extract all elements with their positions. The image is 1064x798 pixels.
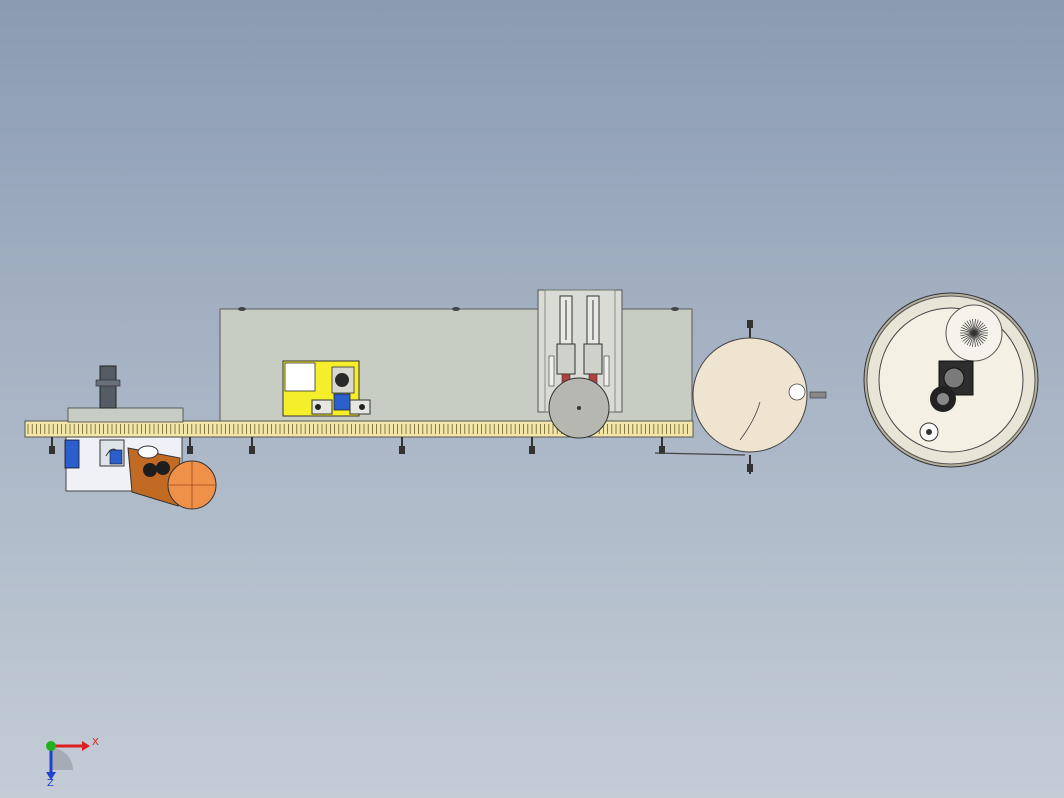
rail-foot: [49, 437, 55, 454]
brush-bristle: [973, 332, 986, 342]
cutting-disc[interactable]: [548, 377, 610, 439]
orange-reel[interactable]: [127, 445, 217, 510]
z-axis-label: Z: [47, 778, 54, 789]
rail-foot: [187, 437, 193, 454]
brush-bristle: [973, 332, 979, 347]
brush-bristle: [973, 332, 976, 347]
rail-foot: [249, 437, 255, 454]
unwind-reel[interactable]: [654, 320, 827, 474]
brush-bristle: [960, 332, 975, 337]
brush-bristle: [973, 324, 986, 334]
control-box[interactable]: [282, 360, 371, 417]
brush-bristle: [973, 319, 976, 334]
y-axis-dot: [46, 741, 56, 751]
x-axis-arrow: [82, 741, 90, 751]
brush-bristle: [962, 324, 975, 334]
brush-bristle: [973, 332, 988, 337]
x-axis-label: X: [92, 737, 99, 748]
brush-bristle: [966, 320, 975, 334]
brush-bristle: [973, 332, 984, 344]
brush-bristle: [973, 320, 982, 334]
brush-bristle: [973, 332, 987, 340]
brush-bristle: [969, 332, 975, 347]
rail-foot: [659, 437, 665, 454]
brush-bristle: [960, 329, 975, 334]
brush-bristle: [961, 332, 975, 340]
brush-bristle: [964, 332, 975, 344]
rail-foot: [399, 437, 405, 454]
large-turntable[interactable]: [863, 292, 1039, 468]
brush-bristle: [962, 332, 975, 342]
brush-icon: [960, 319, 988, 347]
rail-teeth: [27, 424, 688, 434]
brush-bristle: [969, 319, 975, 334]
brush-bristle: [973, 329, 988, 334]
brush-bristle: [961, 326, 975, 334]
brush-bristle: [972, 332, 975, 347]
brush-bristle: [973, 332, 982, 346]
brush-bristle: [964, 322, 975, 334]
coordinate-triad: X Z: [46, 737, 99, 789]
brush-bristle: [973, 319, 979, 334]
rail-foot: [529, 437, 535, 454]
z-axis-arrow: [46, 772, 56, 780]
brush-bristle: [973, 326, 987, 334]
brush-bristle: [966, 332, 975, 346]
brush-bristle: [973, 322, 984, 334]
conveyor-rail[interactable]: [24, 420, 694, 438]
brush-bristle: [972, 319, 975, 334]
